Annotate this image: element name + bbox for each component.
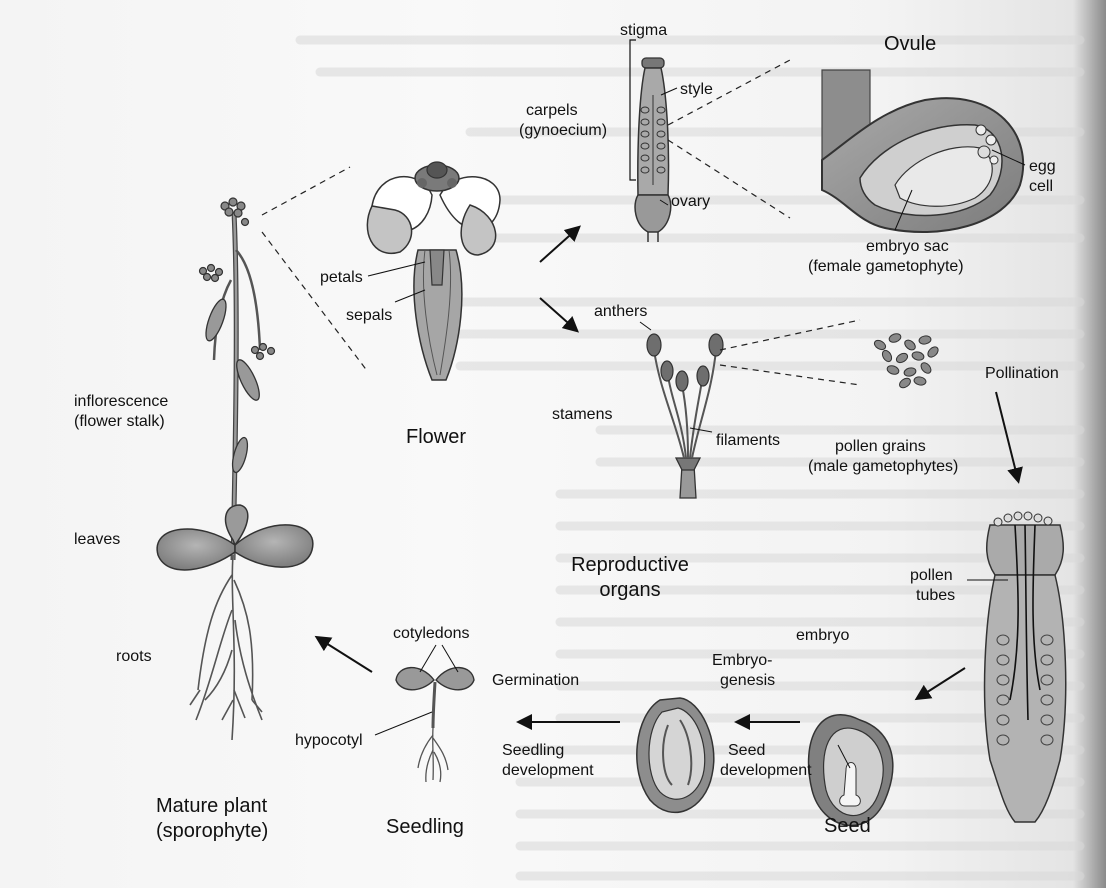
seedling-drawing <box>375 645 474 782</box>
label-egg: egg <box>1029 157 1056 176</box>
label-hypocotyl: hypocotyl <box>295 731 363 750</box>
flower-drawing <box>367 162 500 380</box>
ovule-drawing <box>822 70 1025 232</box>
title-mature-plant: Mature plant <box>156 795 267 818</box>
stamens-drawing <box>640 322 723 498</box>
label-leaves: leaves <box>74 530 120 549</box>
label-ovary: ovary <box>671 192 710 211</box>
label-style: style <box>680 80 713 99</box>
label-stamens: stamens <box>552 405 612 424</box>
label-inflorescence-sub: (flower stalk) <box>74 412 165 431</box>
label-pollen-tubes-sub: tubes <box>916 586 955 605</box>
label-pollen-grains-sub: (male gametophytes) <box>808 457 958 476</box>
label-embryo-sac: embryo sac <box>866 237 949 256</box>
label-seed-development-sub: development <box>720 761 812 780</box>
label-embryogenesis: Embryo- <box>712 651 772 670</box>
label-petals: petals <box>320 268 363 287</box>
title-seedling: Seedling <box>386 816 464 839</box>
label-seedling-development-sub: development <box>502 761 594 780</box>
label-embryo: embryo <box>796 626 849 645</box>
label-inflorescence: inflorescence <box>74 392 168 411</box>
title-reproductive-sub: organs <box>560 579 700 602</box>
label-filaments: filaments <box>716 431 780 450</box>
label-seed-development: Seed <box>728 741 765 760</box>
label-carpels-sub: (gynoecium) <box>519 121 607 140</box>
seed-drawing <box>809 715 893 826</box>
label-sepals: sepals <box>346 306 392 325</box>
mature-seed-drawing <box>637 698 714 812</box>
label-carpels: carpels <box>526 101 578 120</box>
label-anthers: anthers <box>594 302 647 321</box>
pollen-grains-drawing <box>873 332 940 390</box>
title-reproductive: Reproductive <box>560 554 700 577</box>
label-germination: Germination <box>492 671 579 690</box>
label-egg-sub: cell <box>1029 177 1053 196</box>
label-stigma: stigma <box>620 21 667 40</box>
zoom-lines-pollen <box>720 320 860 385</box>
label-pollen-grains: pollen grains <box>835 437 926 456</box>
label-cotyledons: cotyledons <box>393 624 470 643</box>
title-seed: Seed <box>824 815 871 838</box>
label-pollination: Pollination <box>985 364 1059 383</box>
arrows-flower-to-organs <box>540 228 578 330</box>
title-flower: Flower <box>406 426 466 449</box>
label-seedling-development: Seedling <box>502 741 564 760</box>
pollination-arrow <box>996 392 1018 480</box>
title-ovule: Ovule <box>884 33 936 56</box>
label-roots: roots <box>116 647 152 666</box>
title-mature-plant-sub: (sporophyte) <box>156 820 268 843</box>
label-embryogenesis-sub: genesis <box>720 671 775 690</box>
label-pollen-tubes: pollen <box>910 566 953 585</box>
pollinated-carpel-drawing <box>967 512 1066 822</box>
arrow-germination <box>318 638 372 672</box>
label-embryo-sac-sub: (female gametophyte) <box>808 257 964 276</box>
arrow-embryogenesis <box>918 668 965 698</box>
mature-plant-drawing <box>157 198 313 740</box>
